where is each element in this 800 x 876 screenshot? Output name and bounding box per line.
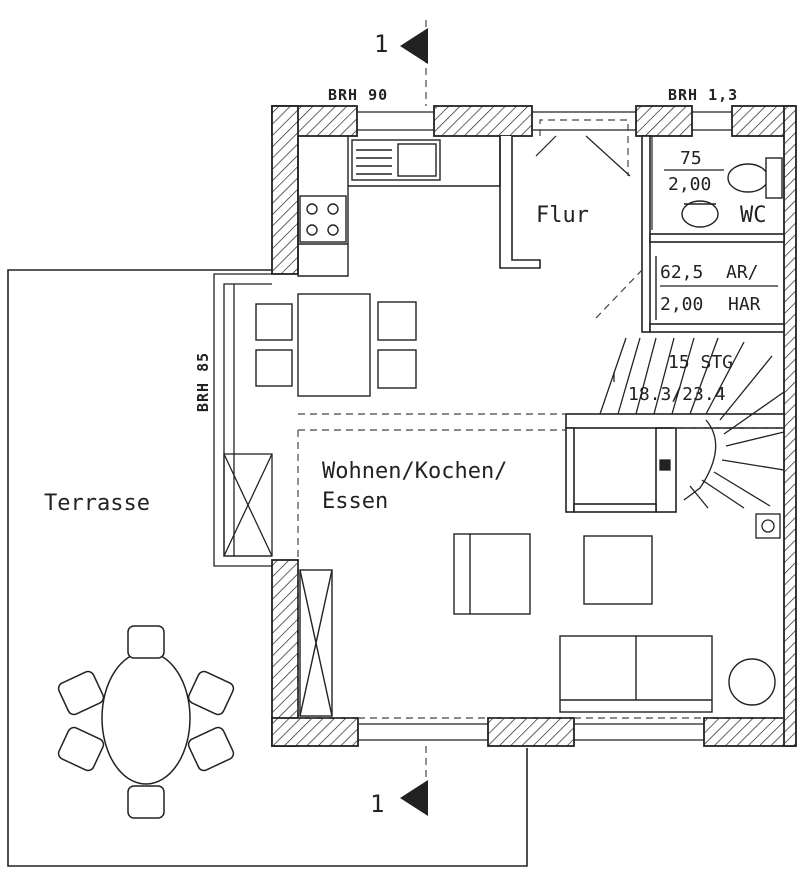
brh-label-top-right: BRH 1,3 xyxy=(668,86,738,104)
room-label-flur: Flur xyxy=(536,203,589,228)
brh-label-left: BRH 85 xyxy=(194,352,212,412)
section-label-top: 1 xyxy=(374,30,388,58)
windows xyxy=(213,111,732,741)
dashed-lines xyxy=(297,20,784,810)
room-label-wohnen: Wohnen/Kochen/ xyxy=(322,459,507,484)
room-label-ar: AR/ xyxy=(726,262,759,283)
door-swings xyxy=(535,135,653,230)
terrace-area xyxy=(7,269,528,867)
kitchen-counter xyxy=(297,136,501,277)
room-label-har: HAR xyxy=(728,294,761,315)
har-dim-height: 2,00 xyxy=(660,294,703,315)
section-markers xyxy=(400,28,428,816)
brh-label-top-left: BRH 90 xyxy=(328,86,388,104)
room-label-essen: Essen xyxy=(322,489,388,514)
wc-dim-width: 75 xyxy=(680,148,702,169)
har-dim-width: 62,5 xyxy=(660,262,703,283)
stair-dims-label: 18.3/23.4 xyxy=(628,384,726,405)
interior-walls xyxy=(499,135,785,513)
staircase xyxy=(599,337,785,539)
living-furniture xyxy=(299,533,776,717)
dining-set-indoor xyxy=(255,293,417,397)
wc-dim-height: 2,00 xyxy=(668,174,711,195)
terrace-dining-set xyxy=(57,625,235,819)
section-arrow-icon xyxy=(400,780,428,816)
room-label-terrasse: Terrasse xyxy=(44,491,150,516)
room-label-wc: WC xyxy=(740,203,767,228)
stair-steps-label: 15 STG xyxy=(668,352,733,373)
exterior-walls xyxy=(271,105,797,747)
section-arrow-icon xyxy=(400,28,428,64)
wc-fixtures xyxy=(655,157,783,320)
section-label-bottom: 1 xyxy=(370,790,384,818)
